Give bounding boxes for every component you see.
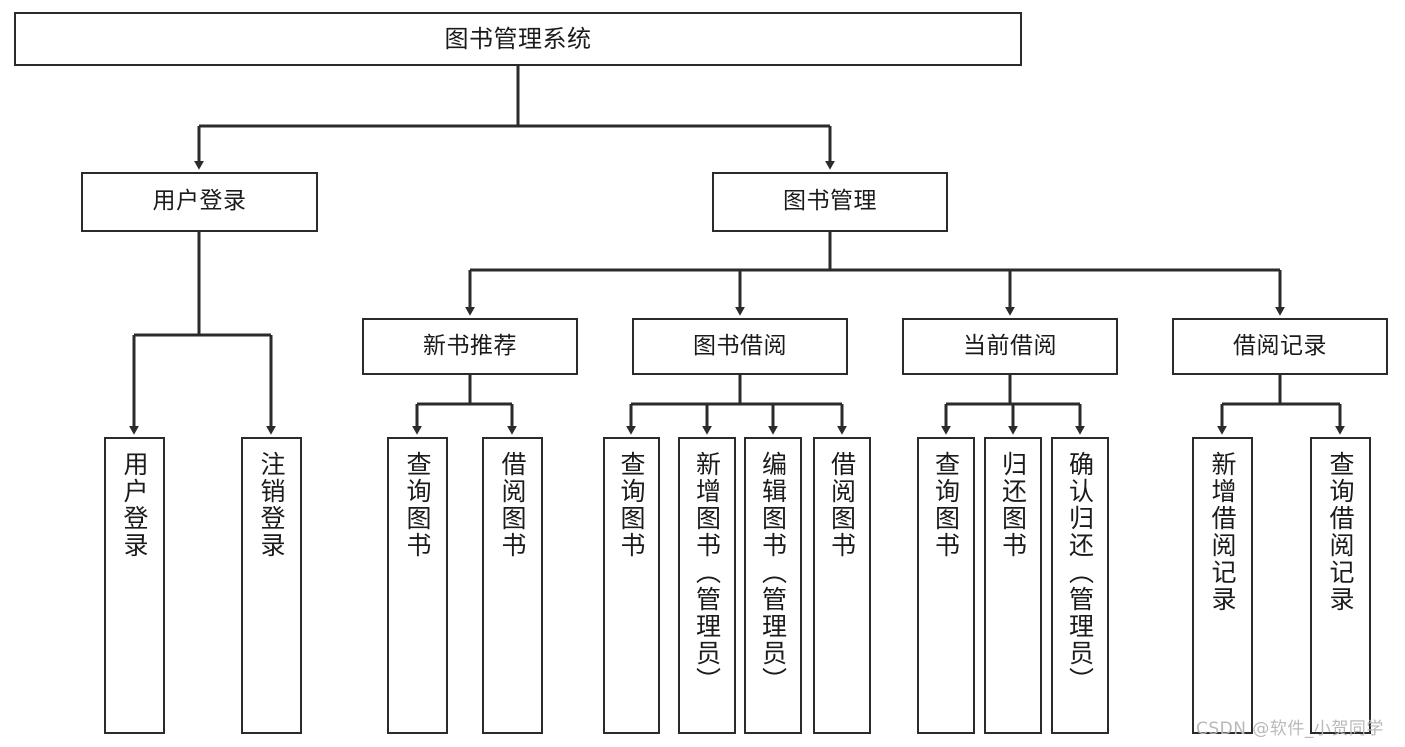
leaf-book-borrow-add-book-admin[interactable]: 新增图书（管理员） [678, 437, 736, 734]
node-label: 查询借阅记录 [1326, 451, 1355, 613]
node-current-borrow[interactable]: 当前借阅 [902, 318, 1118, 375]
node-label: 图书借阅 [693, 332, 787, 359]
leaf-book-borrow-edit-book-admin[interactable]: 编辑图书（管理员） [744, 437, 802, 734]
leaf-add-borrow-record[interactable]: 新增借阅记录 [1192, 437, 1253, 734]
leaf-current-borrow-confirm-return-admin[interactable]: 确认归还（管理员） [1051, 437, 1109, 734]
node-new-book-recommend[interactable]: 新书推荐 [362, 318, 578, 375]
node-book-management[interactable]: 图书管理 [712, 172, 948, 232]
node-borrow-record[interactable]: 借阅记录 [1172, 318, 1388, 375]
node-label: 借阅图书 [498, 451, 527, 559]
node-label: 当前借阅 [963, 332, 1057, 359]
node-label: 确认归还（管理员） [1065, 451, 1095, 694]
node-label: 查询图书 [931, 451, 961, 559]
leaf-user-login[interactable]: 用户登录 [104, 437, 165, 734]
leaf-query-borrow-record[interactable]: 查询借阅记录 [1310, 437, 1371, 734]
node-label: 新增借阅记录 [1208, 451, 1237, 613]
node-label: 用户登录 [152, 188, 247, 215]
leaf-new-book-borrow-book[interactable]: 借阅图书 [482, 437, 543, 734]
leaf-current-borrow-query-book[interactable]: 查询图书 [917, 437, 975, 734]
node-book-borrow[interactable]: 图书借阅 [632, 318, 848, 375]
node-label: 借阅图书 [827, 451, 857, 559]
leaf-new-book-query-book[interactable]: 查询图书 [387, 437, 448, 734]
node-label: 编辑图书（管理员） [758, 451, 788, 694]
node-root-book-management-system[interactable]: 图书管理系统 [14, 12, 1022, 66]
leaf-logout[interactable]: 注销登录 [241, 437, 302, 734]
csdn-watermark: CSDN @软件_小贺同学 [1196, 719, 1384, 739]
leaf-current-borrow-return-book[interactable]: 归还图书 [984, 437, 1042, 734]
node-label: 图书管理 [783, 188, 877, 215]
node-label: 查询图书 [617, 451, 646, 559]
node-user-login[interactable]: 用户登录 [81, 172, 318, 232]
leaf-book-borrow-borrow-book[interactable]: 借阅图书 [813, 437, 871, 734]
node-label: 新增图书（管理员） [692, 451, 722, 694]
node-label: 新书推荐 [423, 332, 517, 359]
node-label: 图书管理系统 [444, 24, 592, 53]
node-label: 用户登录 [120, 451, 149, 559]
node-label: 归还图书 [998, 451, 1028, 559]
node-label: 查询图书 [403, 451, 432, 559]
leaf-book-borrow-query-book[interactable]: 查询图书 [603, 437, 660, 734]
node-label: 注销登录 [257, 451, 286, 559]
node-label: 借阅记录 [1233, 332, 1327, 359]
